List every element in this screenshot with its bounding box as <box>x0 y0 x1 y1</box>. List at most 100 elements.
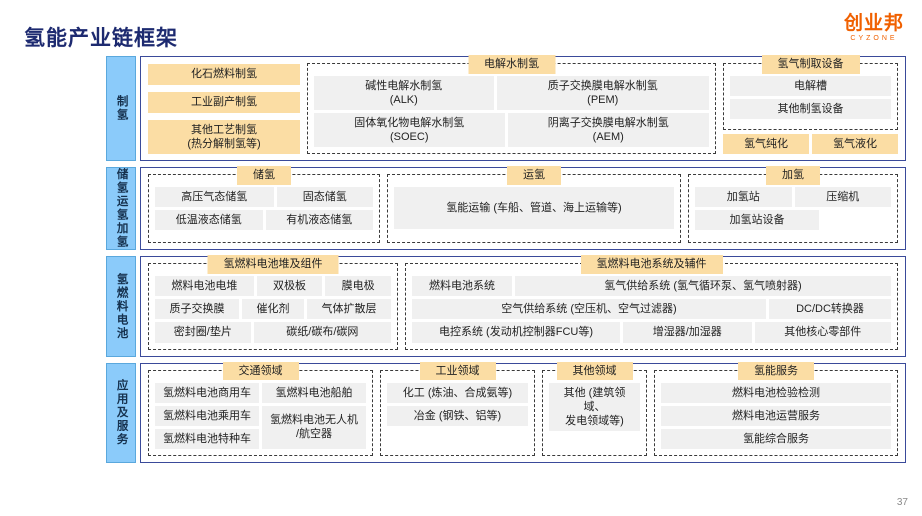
item-gas-diffusion-layer[interactable]: 气体扩散层 <box>307 299 391 320</box>
item-fuel-cell-inspection-testing[interactable]: 燃料电池检验检测 <box>661 382 891 403</box>
group-title-transportation: 交通领域 <box>222 361 299 381</box>
group-fuel-cell-system-auxiliaries: 氢燃料电池系统及辅件 燃料电池系统 氢气供给系统 (氢气循环泵、氢气喷射器) 空… <box>405 255 898 350</box>
cell-row: 电控系统 (发动机控制器FCU等) 增湿器/加湿器 其他核心零部件 <box>412 322 891 343</box>
group-title-transport: 运氢 <box>507 166 561 186</box>
item-fuel-cell-stack[interactable]: 燃料电池电堆 <box>155 276 254 297</box>
item-electrolyzer[interactable]: 电解槽 <box>730 76 891 97</box>
item-refueling-station-equipment[interactable]: 加氢站设备 <box>695 210 819 231</box>
item-pem[interactable]: 质子交换膜电解水制氢 (PEM) <box>496 76 709 111</box>
group-other-sector: 其他领域 其他 (建筑领域、 发电领域等) <box>542 361 647 456</box>
item-other-process-hydrogen[interactable]: 其他工艺制氢 (热分解制氢等) <box>148 119 300 154</box>
item-humidifier[interactable]: 增湿器/加湿器 <box>623 322 752 343</box>
item-chemical-industry[interactable]: 化工 (炼油、合成氨等) <box>387 382 528 403</box>
row-label-fuel-cell: 氢燃料电池 <box>106 256 136 357</box>
item-electronic-control-system[interactable]: 电控系统 (发动机控制器FCU等) <box>412 322 620 343</box>
group-hydrogen-services: 氢能服务 燃料电池检验检测 燃料电池运营服务 氢能综合服务 <box>654 361 898 456</box>
group-fuel-cell-stack-components: 氢燃料电池堆及组件 燃料电池电堆 双极板 膜电极 质子交换膜 催化剂 气体扩散层… <box>148 255 398 350</box>
item-special-vehicle[interactable]: 氢燃料电池特种车 <box>155 428 259 449</box>
item-commercial-vehicle[interactable]: 氢燃料电池商用车 <box>155 382 259 403</box>
item-refueling-station[interactable]: 加氢站 <box>695 187 792 208</box>
row-body-applications-services: 交通领域 氢燃料电池商用车 氢燃料电池乘用车 氢燃料电池特种车 氢燃料电池船舶 … <box>140 361 906 463</box>
item-bipolar-plate[interactable]: 双极板 <box>256 276 323 297</box>
item-membrane-electrode[interactable]: 膜电极 <box>325 276 392 297</box>
row-label-applications-services: 应用及服务 <box>106 362 136 463</box>
group-hydrogen-storage: 储氢 高压气态储氢 固态储氢 低温液态储氢 有机液态储氢 <box>148 166 380 244</box>
item-high-pressure-gas-storage[interactable]: 高压气态储氢 <box>155 187 274 208</box>
cell-row: 燃料电池系统 氢气供给系统 (氢气循环泵、氢气喷射器) <box>412 276 891 297</box>
group-water-electrolysis: 电解水制氢 碱性电解水制氢 (ALK) 质子交换膜电解水制氢 (PEM) 固体氧… <box>307 55 716 155</box>
cyzone-logo: 创业邦 CYZONE <box>844 14 904 42</box>
cell-row: 低温液态储氢 有机液态储氢 <box>155 210 373 231</box>
item-carbon-paper-cloth-mesh[interactable]: 碳纸/碳布/碳网 <box>253 322 391 343</box>
column-marine-air-vehicles: 氢燃料电池船舶 氢燃料电池无人机 /航空器 <box>262 382 366 449</box>
item-proton-exchange-membrane[interactable]: 质子交换膜 <box>155 299 239 320</box>
item-organic-liquid-storage[interactable]: 有机液态储氢 <box>265 210 373 231</box>
item-cryogenic-liquid-storage[interactable]: 低温液态储氢 <box>155 210 263 231</box>
group-title-industrial: 工业领域 <box>419 361 496 381</box>
cell-row: 氢燃料电池商用车 氢燃料电池乘用车 氢燃料电池特种车 氢燃料电池船舶 氢燃料电池… <box>155 382 366 449</box>
item-catalyst[interactable]: 催化剂 <box>242 299 304 320</box>
cell-row: 高压气态储氢 固态储氢 <box>155 187 373 208</box>
item-fuel-cell-system[interactable]: 燃料电池系统 <box>412 276 512 297</box>
chain-row-storage-transport-refueling: 储氢运氢加氢 储氢 高压气态储氢 固态储氢 低温液态储氢 有机液态储氢 运氢 <box>106 166 906 251</box>
item-metallurgy[interactable]: 冶金 (钢铁、铝等) <box>387 405 528 426</box>
row-body-fuel-cell: 氢燃料电池堆及组件 燃料电池电堆 双极板 膜电极 质子交换膜 催化剂 气体扩散层… <box>140 255 906 357</box>
group-title-water-electrolysis: 电解水制氢 <box>468 55 555 74</box>
group-production-equipment-wrap: 氢气制取设备 电解槽 其他制氢设备 氢气纯化 氢气液化 <box>723 55 898 155</box>
cell-row: 碱性电解水制氢 (ALK) 质子交换膜电解水制氢 (PEM) <box>314 76 709 111</box>
cell-row: 加氢站设备 <box>695 210 891 231</box>
item-industrial-byproduct-hydrogen[interactable]: 工业副产制氢 <box>148 91 300 113</box>
group-hydrogen-refueling: 加氢 加氢站 压缩机 加氢站设备 <box>688 166 898 244</box>
row-label-storage-transport-refueling: 储氢运氢加氢 <box>106 167 136 251</box>
item-soec[interactable]: 固体氧化物电解水制氢 (SOEC) <box>314 113 505 148</box>
item-air-supply-system[interactable]: 空气供给系统 (空压机、空气过滤器) <box>412 299 766 320</box>
item-sealing-ring-gasket[interactable]: 密封圈/垫片 <box>155 322 251 343</box>
cell-row: 燃料电池电堆 双极板 膜电极 <box>155 276 392 297</box>
item-ship[interactable]: 氢燃料电池船舶 <box>262 382 366 403</box>
group-title-stack-components: 氢燃料电池堆及组件 <box>207 255 339 275</box>
row-body-production: 化石燃料制氢 工业副产制氢 其他工艺制氢 (热分解制氢等) 电解水制氢 碱性电解… <box>140 55 906 162</box>
item-dcdc-converter[interactable]: DC/DC转换器 <box>769 299 891 320</box>
item-integrated-hydrogen-service[interactable]: 氢能综合服务 <box>661 428 891 449</box>
group-title-system-auxiliaries: 氢燃料电池系统及辅件 <box>580 255 723 275</box>
item-fossil-fuel-hydrogen[interactable]: 化石燃料制氢 <box>148 63 300 85</box>
item-solid-state-storage[interactable]: 固态储氢 <box>276 187 373 208</box>
logo-wordmark-cn: 创业邦 <box>843 13 904 34</box>
group-title-production-equipment: 氢气制取设备 <box>761 55 860 74</box>
item-spacer <box>822 210 891 230</box>
row-label-storage-transport-refueling-text: 储氢运氢加氢 <box>115 168 128 250</box>
group-hydrogen-production-equipment: 氢气制取设备 电解槽 其他制氢设备 <box>723 55 898 131</box>
item-hydrogen-liquefaction[interactable]: 氢气液化 <box>812 134 898 155</box>
item-compressor[interactable]: 压缩机 <box>794 187 891 208</box>
item-passenger-vehicle[interactable]: 氢燃料电池乘用车 <box>155 405 259 426</box>
item-hydrogen-purification[interactable]: 氢气纯化 <box>723 134 809 155</box>
item-alk[interactable]: 碱性电解水制氢 (ALK) <box>314 76 494 111</box>
chain-row-fuel-cell: 氢燃料电池 氢燃料电池堆及组件 燃料电池电堆 双极板 膜电极 质子交换膜 催化剂… <box>106 255 906 357</box>
item-aem[interactable]: 阴离子交换膜电解水制氢 (AEM) <box>507 113 709 148</box>
item-fuel-cell-operation-service[interactable]: 燃料电池运营服务 <box>661 405 891 426</box>
group-fossil-production: 化石燃料制氢 工业副产制氢 其他工艺制氢 (热分解制氢等) <box>148 63 300 154</box>
cell-row: 空气供给系统 (空压机、空气过滤器) DC/DC转换器 <box>412 299 891 320</box>
cell-row: 密封圈/垫片 碳纸/碳布/碳网 <box>155 322 391 343</box>
cell-row: 加氢站 压缩机 <box>695 187 891 208</box>
group-industrial-sector: 工业领域 化工 (炼油、合成氨等) 冶金 (钢铁、铝等) <box>380 361 535 456</box>
item-other-core-components[interactable]: 其他核心零部件 <box>754 322 891 343</box>
item-other-fields[interactable]: 其他 (建筑领域、 发电领域等) <box>549 382 640 431</box>
row-label-applications-services-text: 应用及服务 <box>115 378 128 447</box>
row-label-production: 制氢 <box>106 56 136 162</box>
page-number: 37 <box>896 497 908 508</box>
column-road-vehicles: 氢燃料电池商用车 氢燃料电池乘用车 氢燃料电池特种车 <box>155 382 259 449</box>
group-title-other-sector: 其他领域 <box>556 361 633 381</box>
chain-row-production: 制氢 化石燃料制氢 工业副产制氢 其他工艺制氢 (热分解制氢等) 电解水制氢 碱… <box>106 55 906 162</box>
cell-row: 质子交换膜 催化剂 气体扩散层 <box>155 299 391 320</box>
item-hydrogen-supply-system[interactable]: 氢气供给系统 (氢气循环泵、氢气喷射器) <box>515 276 891 297</box>
cell-row: 氢气纯化 氢气液化 <box>723 134 898 155</box>
group-title-refueling: 加氢 <box>766 166 820 186</box>
item-other-production-equipment[interactable]: 其他制氢设备 <box>730 99 891 120</box>
row-body-storage-transport-refueling: 储氢 高压气态储氢 固态储氢 低温液态储氢 有机液态储氢 运氢 氢能运输 (车船… <box>140 166 906 251</box>
cell-row: 固体氧化物电解水制氢 (SOEC) 阴离子交换膜电解水制氢 (AEM) <box>314 113 709 148</box>
item-hydrogen-transportation[interactable]: 氢能运输 (车船、管道、海上运输等) <box>394 187 674 230</box>
item-uav-aircraft[interactable]: 氢燃料电池无人机 /航空器 <box>262 405 366 449</box>
logo-wordmark-en: CYZONE <box>850 35 898 42</box>
